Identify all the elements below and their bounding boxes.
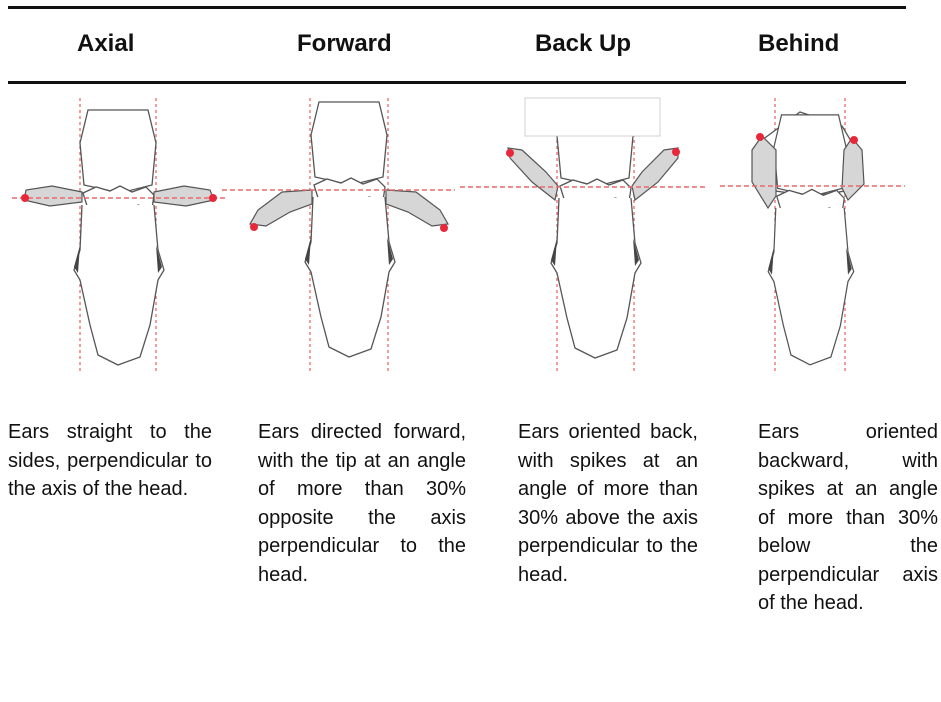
left-ear-tip-marker: [250, 223, 258, 231]
back-up-description: Ears oriented back, with spikes at an an…: [518, 418, 698, 589]
left-ear-shape: [250, 190, 312, 226]
left-ear-shape: [24, 186, 82, 206]
axial-head-illustration: [12, 98, 225, 372]
right-ear-shape: [386, 190, 448, 226]
right-ear-tip-marker: [209, 194, 217, 202]
cropped-top-box: [525, 98, 660, 136]
right-ear-tip-marker: [850, 136, 858, 144]
behind-description: Ears oriented backward, with spikes at a…: [758, 418, 938, 618]
left-ear-tip-marker: [756, 133, 764, 141]
left-ear-tip-marker: [506, 149, 514, 157]
left-ear-tip-marker: [21, 194, 29, 202]
right-ear-shape: [632, 148, 678, 200]
right-ear-tip-marker: [672, 148, 680, 156]
forward-head-illustration: [222, 98, 455, 372]
left-ear-shape: [752, 136, 776, 208]
right-ear-shape: [154, 186, 214, 206]
right-ear-tip-marker: [440, 224, 448, 232]
back-up-head-illustration: [460, 98, 705, 372]
forward-description: Ears directed forward, with the tip at a…: [258, 418, 466, 589]
axial-description: Ears straight to the sides, perpendicula…: [8, 418, 212, 504]
left-ear-shape: [508, 148, 558, 200]
right-ear-shape: [842, 138, 864, 200]
behind-head-illustration: [720, 98, 905, 372]
